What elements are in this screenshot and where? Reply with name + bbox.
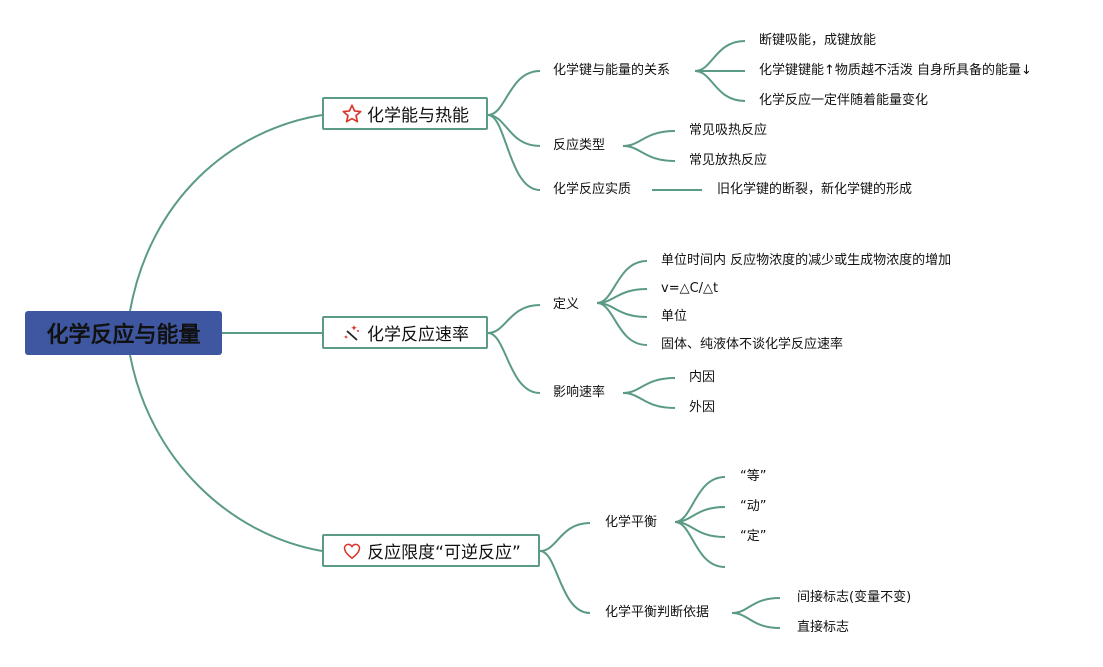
leaf-connector bbox=[622, 377, 676, 394]
leaf-connector bbox=[596, 302, 648, 346]
subtopic[interactable]: 化学平衡 bbox=[605, 515, 658, 530]
leaf-topic[interactable]: 固体、纯液体不谈化学反应速率 bbox=[661, 337, 844, 352]
subtopic[interactable]: 化学键与能量的关系 bbox=[553, 63, 671, 78]
leaf-connector bbox=[596, 260, 648, 304]
leaf-topic[interactable]: 间接标志(变量不变) bbox=[797, 590, 912, 605]
leaf-topic[interactable]: 单位 bbox=[661, 309, 688, 324]
leaf-connector bbox=[596, 288, 648, 304]
topic-reaction-limit[interactable]: 反应限度“可逆反应” bbox=[322, 534, 540, 567]
topic-label: 反应限度“可逆反应” bbox=[367, 543, 521, 563]
topic-chemical-energy-heat[interactable]: 化学能与热能 bbox=[322, 97, 488, 130]
star-icon bbox=[341, 103, 363, 125]
root-topic-label: 化学反应与能量 bbox=[46, 323, 201, 348]
topic-reaction-rate[interactable]: 化学反应速率 bbox=[322, 316, 488, 349]
branch-connector bbox=[539, 522, 591, 552]
leaf-connector bbox=[694, 70, 746, 102]
branch-connector bbox=[487, 332, 541, 394]
leaf-connector bbox=[622, 130, 676, 147]
leaf-connector bbox=[674, 506, 726, 523]
leaf-connector bbox=[674, 521, 726, 568]
leaf-connector bbox=[622, 145, 676, 162]
subtopic[interactable]: 影响速率 bbox=[553, 385, 606, 400]
leaf-topic[interactable]: 旧化学键的断裂，新化学键的形成 bbox=[717, 182, 913, 197]
leaf-connector bbox=[674, 476, 726, 523]
leaf-topic[interactable]: “等” bbox=[740, 469, 767, 484]
subtopic[interactable]: 化学平衡判断依据 bbox=[605, 605, 710, 620]
magic-wand-icon bbox=[341, 322, 363, 344]
topic-label: 化学能与热能 bbox=[367, 106, 469, 126]
root-connector bbox=[129, 114, 323, 312]
leaf-topic[interactable]: 单位时间内 反应物浓度的减少或生成物浓度的增加 bbox=[661, 253, 952, 268]
leaf-topic[interactable]: 内因 bbox=[689, 370, 716, 385]
leaf-topic[interactable]: 外因 bbox=[689, 400, 716, 415]
branch-connector bbox=[487, 304, 541, 334]
topic-label: 化学反应速率 bbox=[367, 325, 469, 345]
subtopic[interactable]: 化学反应实质 bbox=[553, 182, 632, 197]
leaf-topic[interactable]: 常见放热反应 bbox=[689, 153, 768, 168]
leaf-connector bbox=[622, 392, 676, 409]
leaf-topic[interactable]: 化学反应一定伴随着能量变化 bbox=[759, 93, 929, 108]
leaf-connector bbox=[731, 597, 781, 614]
branch-connector bbox=[487, 114, 541, 191]
leaf-topic[interactable]: “定” bbox=[740, 529, 767, 544]
leaf-connector bbox=[694, 40, 746, 72]
leaf-topic[interactable]: 直接标志 bbox=[797, 620, 850, 635]
leaf-connector bbox=[731, 612, 781, 629]
subtopic[interactable]: 反应类型 bbox=[553, 138, 606, 153]
leaf-topic[interactable]: 断键吸能，成键放能 bbox=[759, 33, 877, 48]
leaf-topic[interactable]: 化学键键能↑物质越不活泼 自身所具备的能量↓ bbox=[759, 63, 1032, 78]
subtopic[interactable]: 定义 bbox=[553, 297, 580, 312]
leaf-topic[interactable]: “动” bbox=[740, 499, 767, 514]
leaf-topic[interactable]: 常见吸热反应 bbox=[689, 123, 768, 138]
heart-icon bbox=[341, 540, 363, 562]
branch-connector bbox=[487, 70, 541, 116]
branch-connector bbox=[539, 550, 591, 614]
root-topic[interactable]: 化学反应与能量 bbox=[25, 311, 222, 355]
root-connector bbox=[129, 354, 323, 552]
leaf-topic[interactable]: v=△C/△t bbox=[661, 281, 719, 296]
